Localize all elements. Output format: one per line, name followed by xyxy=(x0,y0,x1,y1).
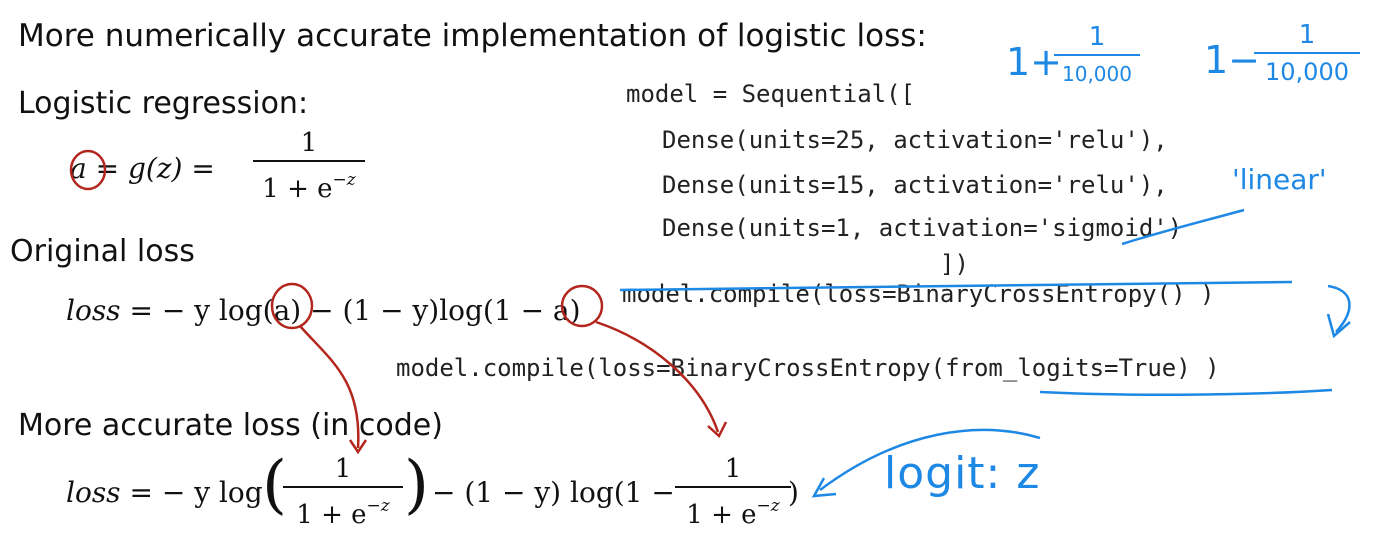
sigmoid-denominator: 1 + e−z xyxy=(253,164,365,205)
accurate-den-base-2: 1 + e xyxy=(686,500,757,530)
annotation-logit: logit: z xyxy=(884,448,1041,499)
sigmoid-lhs-text: a = g(z) = xyxy=(70,152,215,185)
annotation-num-plus: 1 xyxy=(1088,22,1106,52)
sigmoid-fraction: 1 1 + e−z xyxy=(253,128,365,205)
blue-arrowhead-left xyxy=(811,477,837,498)
original-loss-word: loss xyxy=(66,294,121,327)
left-paren-big: ( xyxy=(262,448,287,522)
code-line-2: Dense(units=25, activation='relu'), xyxy=(662,126,1168,154)
annotation-one-minus: 1− xyxy=(1204,38,1261,82)
annotation-one-plus: 1+ xyxy=(1006,40,1063,84)
accurate-den-base-1: 1 + e xyxy=(296,500,367,530)
right-paren-big: ) xyxy=(404,448,429,522)
red-arrowhead-right xyxy=(707,421,728,439)
code-line-3: Dense(units=15, activation='relu'), xyxy=(662,171,1168,199)
section-accurate-loss: More accurate loss (in code) xyxy=(18,408,443,443)
blue-arrow-down xyxy=(1327,284,1351,333)
annotation-fraction-plus: 1 10,000 xyxy=(1054,22,1140,90)
accurate-loss-mid: − (1 − y) log(1 − xyxy=(432,476,675,509)
section-original-loss: Original loss xyxy=(10,234,195,269)
accurate-exponent-2: −z xyxy=(756,496,780,516)
accurate-denominator-2: 1 + e−z xyxy=(675,490,791,531)
accurate-exponent-1: −z xyxy=(366,496,390,516)
annotation-den-minus: 10,000 xyxy=(1265,58,1349,86)
blue-arrowhead-down xyxy=(1326,313,1351,339)
sigmoid-exponent: −z xyxy=(332,170,356,190)
annotation-bar-plus xyxy=(1054,54,1140,56)
sigmoid-den-base: 1 + e xyxy=(262,174,333,204)
code-compile-new: model.compile(loss=BinaryCrossEntropy(fr… xyxy=(396,354,1220,382)
original-loss-rhs: = − y log(a) − (1 − y)log(1 − a) xyxy=(129,294,581,327)
sigmoid-numerator: 1 xyxy=(300,128,318,158)
code-line-5: ]) xyxy=(940,250,969,278)
accurate-numerator-2: 1 xyxy=(724,454,742,484)
annotation-den-plus: 10,000 xyxy=(1062,62,1132,86)
accurate-closing-paren: ) xyxy=(788,476,799,509)
code-line-1: model = Sequential([ xyxy=(626,80,915,108)
accurate-fraction-bar-1 xyxy=(283,486,403,488)
annotation-num-minus: 1 xyxy=(1298,20,1316,50)
blue-underline-logits xyxy=(1039,388,1333,397)
accurate-loss-lhs: loss = − y log xyxy=(66,476,263,509)
section-logistic-regression: Logistic regression: xyxy=(18,86,309,121)
annotation-linear: 'linear' xyxy=(1232,163,1327,196)
accurate-loss-word: loss xyxy=(66,476,121,509)
annotation-bar-minus xyxy=(1254,52,1360,54)
accurate-fraction-1: 1 1 + e−z xyxy=(283,454,403,531)
code-compile-old: model.compile(loss=BinaryCrossEntropy() … xyxy=(622,280,1215,308)
accurate-denominator-1: 1 + e−z xyxy=(283,490,403,531)
accurate-numerator-1: 1 xyxy=(334,454,352,484)
annotation-fraction-minus: 1 10,000 xyxy=(1254,20,1360,88)
accurate-fraction-2: 1 1 + e−z xyxy=(675,454,791,531)
page-title: More numerically accurate implementation… xyxy=(18,18,927,54)
code-line-4: Dense(units=1, activation='sigmoid') xyxy=(662,214,1183,242)
sigmoid-fraction-bar xyxy=(253,160,365,162)
original-loss-formula: loss = − y log(a) − (1 − y)log(1 − a) xyxy=(66,294,581,327)
accurate-loss-eq: = − y log xyxy=(129,476,263,509)
accurate-fraction-bar-2 xyxy=(675,486,791,488)
sigmoid-lhs: a = g(z) = xyxy=(70,152,215,185)
